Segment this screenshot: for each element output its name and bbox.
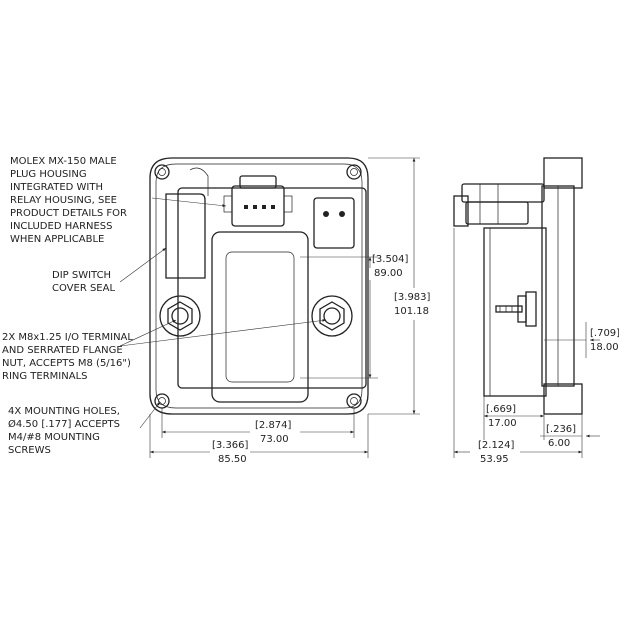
callout-line: NUT, ACCEPTS M8 (5/16"): [2, 358, 131, 369]
dim-outer-height-in: [3.983]: [394, 292, 431, 303]
dim-side-total-in: [2.124]: [478, 440, 515, 451]
callout-connector: MOLEX MX-150 MALE PLUG HOUSING INTEGRATE…: [10, 156, 127, 245]
dim-side-body-mm: 17.00: [488, 418, 517, 429]
callout-line: 2X M8x1.25 I/O TERMINAL: [2, 332, 133, 343]
callout-line: 4X MOUNTING HOLES,: [8, 406, 120, 417]
callout-line: MOLEX MX-150 MALE: [10, 156, 117, 167]
dim-stud-mm: 18.00: [590, 342, 619, 353]
dim-inner-height-in: [3.504]: [372, 254, 409, 265]
mounting-hole-top-right: [346, 164, 362, 180]
dim-inner-width-mm: 73.00: [260, 434, 289, 445]
callout-line: INTEGRATED WITH: [10, 182, 103, 193]
callout-mounting: 4X MOUNTING HOLES, Ø4.50 [.177] ACCEPTS …: [8, 406, 120, 456]
callout-terminals: 2X M8x1.25 I/O TERMINAL AND SERRATED FLA…: [2, 332, 133, 382]
dim-outer-height-mm: 101.18: [394, 306, 429, 317]
callout-line: PRODUCT DETAILS FOR: [10, 208, 127, 219]
side-view: [453, 157, 583, 415]
dim-outer-width-mm: 85.50: [218, 454, 247, 465]
callout-line: SCREWS: [8, 445, 51, 456]
dim-outer-width-in: [3.366]: [212, 440, 249, 451]
callout-line: RELAY HOUSING, SEE: [10, 195, 117, 206]
dim-flange-mm: 6.00: [548, 438, 570, 449]
callout-line: PLUG HOUSING: [10, 169, 87, 180]
side-stud: [495, 291, 537, 327]
front-view: [149, 157, 369, 415]
terminal-left: [159, 295, 201, 337]
dip-switch-cover: [165, 193, 206, 279]
callout-line: INCLUDED HARNESS: [10, 221, 113, 232]
callout-line: WHEN APPLICABLE: [10, 234, 104, 245]
dim-side-total-mm: 53.95: [480, 454, 509, 465]
mounting-hole-top-left: [154, 164, 170, 180]
aux-port: [313, 197, 355, 249]
dim-inner-width-in: [2.874]: [255, 420, 292, 431]
callout-line: Ø4.50 [.177] ACCEPTS: [8, 418, 120, 430]
callout-line: M4/#8 MOUNTING: [8, 432, 100, 443]
callout-line: COVER SEAL: [52, 283, 115, 294]
terminal-right: [311, 295, 353, 337]
molex-connector: [223, 175, 293, 227]
dim-flange-in: [.236]: [546, 424, 576, 435]
callout-line: RING TERMINALS: [2, 371, 88, 382]
callout-dip-switch: DIP SWITCH COVER SEAL: [52, 270, 115, 294]
dim-inner-height-mm: 89.00: [374, 268, 403, 279]
dim-stud-in: [.709]: [590, 328, 619, 339]
callout-line: DIP SWITCH: [52, 270, 111, 281]
dim-side-body-in: [.669]: [486, 404, 516, 415]
callout-line: AND SERRATED FLANGE: [2, 345, 123, 356]
